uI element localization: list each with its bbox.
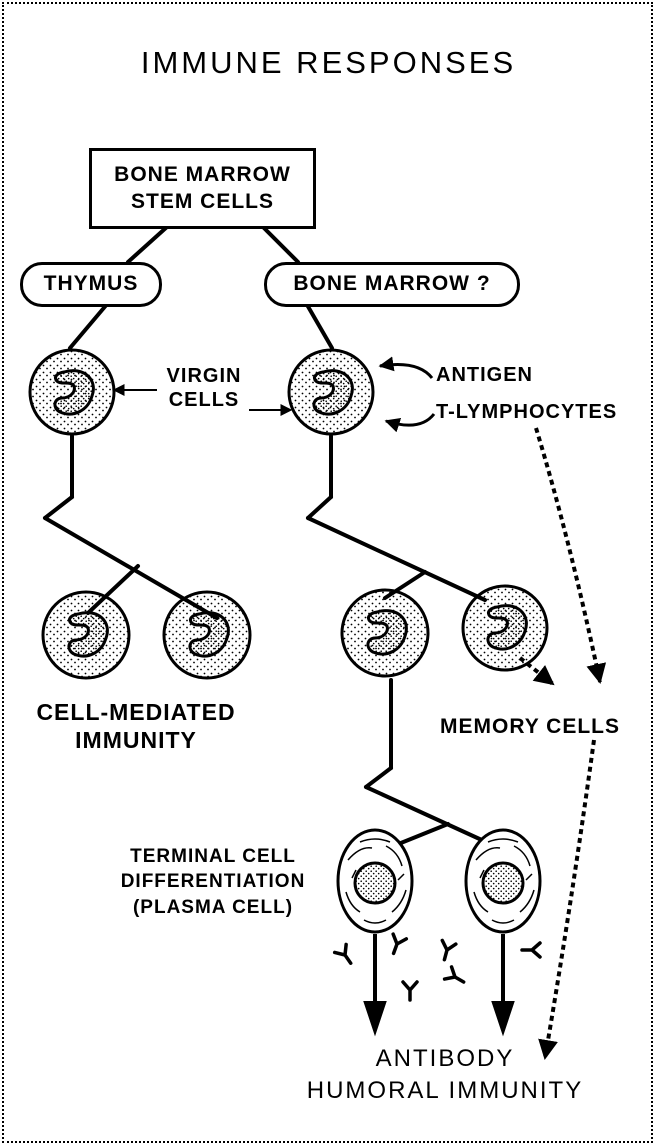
terminal-line-2: DIFFERENTIATION <box>98 869 328 894</box>
t-lymphocyte-arrow <box>386 414 434 425</box>
antibody-arrows <box>366 934 512 1030</box>
signal-arrows <box>380 365 434 426</box>
cell-virgin-left <box>30 350 114 434</box>
label-antigen: ANTIGEN <box>436 363 533 387</box>
line-lower-stub <box>366 768 391 787</box>
cell-left-b <box>164 592 250 678</box>
bone-marrow-label: BONE MARROW ? <box>293 271 490 297</box>
node-stem-cells: BONE MARROW STEM CELLS <box>89 148 316 229</box>
antigen-arrow <box>380 365 432 379</box>
virgin-line-2: CELLS <box>156 388 252 412</box>
label-virgin-cells: VIRGIN CELLS <box>156 364 252 412</box>
terminal-line-1: TERMINAL CELL <box>98 844 328 869</box>
thymus-label: THYMUS <box>44 271 139 297</box>
plasma-cell-left <box>338 830 412 932</box>
line-left-stub <box>45 497 72 518</box>
label-antibody-humoral-immunity: ANTIBODY HUMORAL IMMUNITY <box>270 1043 620 1108</box>
cell-mediated-line-1: CELL-MEDIATED <box>0 699 272 727</box>
label-memory-cells: MEMORY CELLS <box>440 714 620 739</box>
label-terminal-differentiation: TERMINAL CELL DIFFERENTIATION (PLASMA CE… <box>98 844 328 920</box>
plasma-cell-right <box>466 830 540 932</box>
dash-memory-to-antibody <box>545 740 594 1058</box>
cell-right-a <box>342 590 428 676</box>
cell-mediated-line-2: IMMUNITY <box>0 727 272 755</box>
node-bone-marrow: BONE MARROW ? <box>264 262 520 307</box>
antibody-line-2: HUMORAL IMMUNITY <box>270 1075 620 1107</box>
label-t-lymphocytes: T-LYMPHOCYTES <box>436 400 617 424</box>
line-marrow-to-cell <box>306 303 332 348</box>
stem-cells-line-1: BONE MARROW <box>114 162 291 188</box>
line-stem-to-thymus <box>128 226 168 262</box>
dashed-arrows <box>520 428 600 1058</box>
cell-left-a <box>43 592 129 678</box>
line-stem-to-marrow <box>262 226 298 262</box>
virgin-line-1: VIRGIN <box>156 364 252 388</box>
line-thymus-to-cell <box>70 303 108 348</box>
diagram-title: IMMUNE RESPONSES <box>0 44 657 81</box>
line-right-stub <box>308 497 331 518</box>
antibody-line-1: ANTIBODY <box>270 1043 620 1075</box>
dash-t-to-memory <box>536 428 600 682</box>
terminal-line-3: (PLASMA CELL) <box>98 895 328 920</box>
line-right-branch-main <box>308 518 485 600</box>
node-thymus: THYMUS <box>20 262 162 307</box>
cell-virgin-right <box>289 350 373 434</box>
tree-lines <box>45 226 508 852</box>
label-cell-mediated-immunity: CELL-MEDIATED IMMUNITY <box>0 699 272 754</box>
cell-right-b <box>463 586 547 670</box>
stem-cells-line-2: STEM CELLS <box>131 189 274 215</box>
antibody-glyphs <box>335 934 540 1000</box>
